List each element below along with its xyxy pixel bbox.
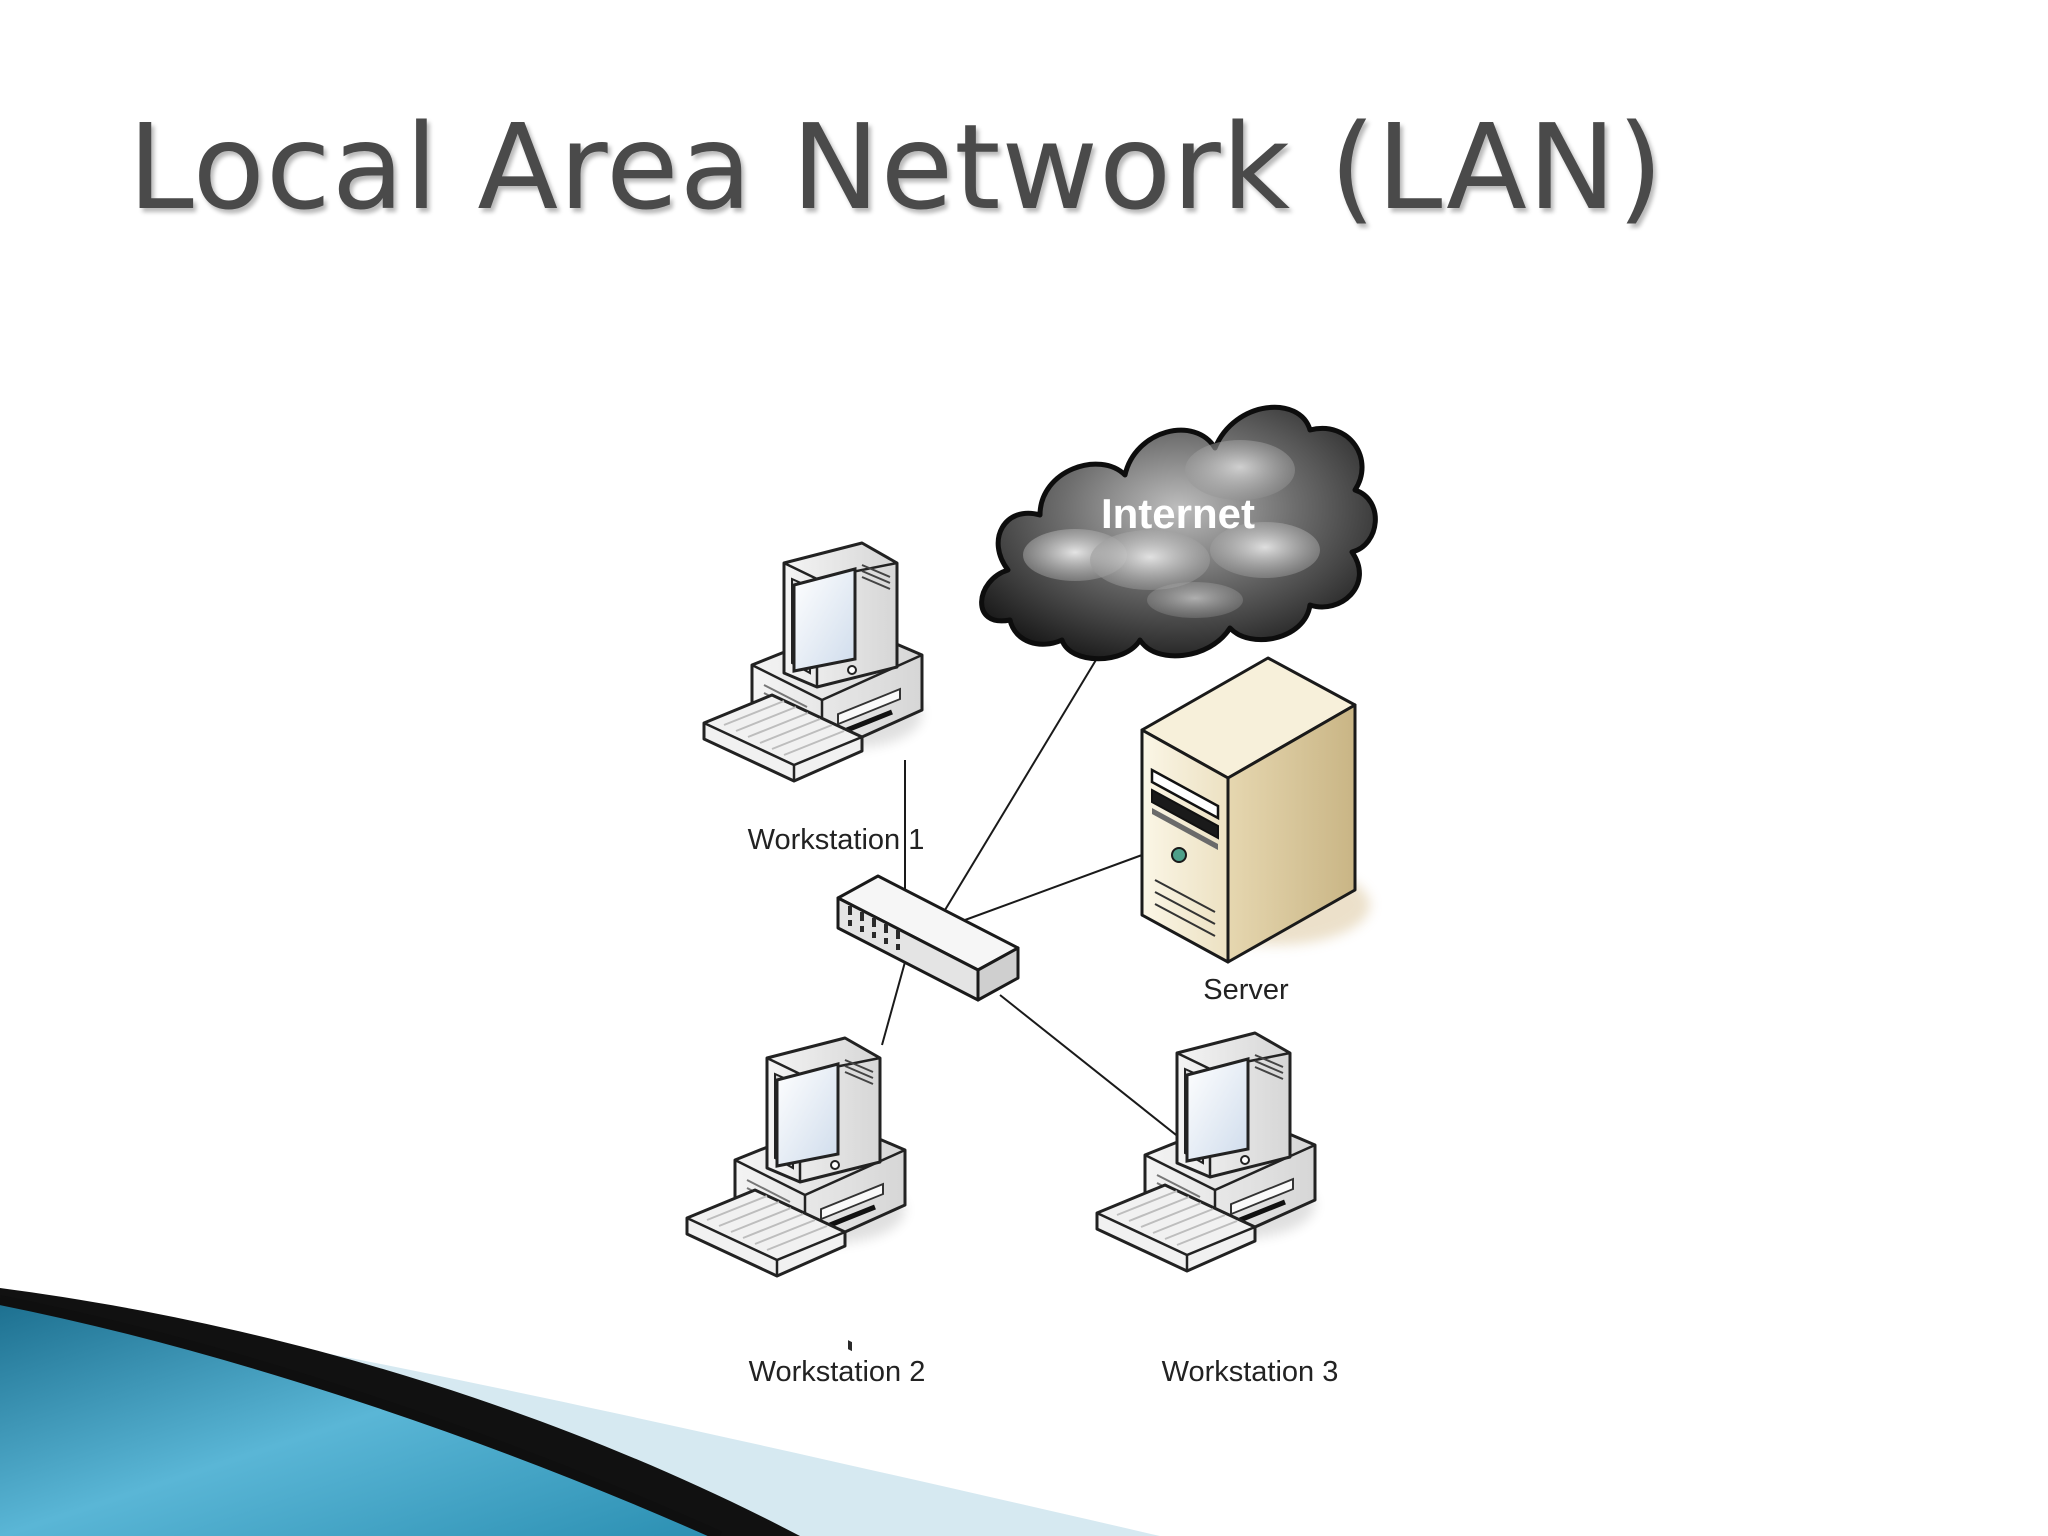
workstation-2-label: Workstation 2 (749, 1356, 926, 1388)
server-label: Server (1203, 974, 1289, 1006)
slide-title: Local Area Network (LAN) (128, 98, 1665, 236)
server-icon: Server (1140, 656, 1370, 1006)
link-switch-internet (944, 649, 1103, 911)
link-switch-server (964, 854, 1143, 921)
workstation-1-icon: Workstation 1 (704, 543, 924, 856)
link-switch-workstation-2 (881, 961, 906, 1046)
workstation-1-label: Workstation 1 (748, 824, 925, 856)
slide-corner-decoration (0, 1288, 1160, 1536)
network-links (881, 649, 1196, 1151)
link-switch-workstation-3 (999, 994, 1196, 1151)
internet-cloud-icon: Internet (979, 404, 1378, 662)
workstation-3-label: Workstation 3 (1162, 1356, 1339, 1388)
workstation-2-icon: Workstation 2 (687, 1038, 925, 1388)
network-switch-icon (836, 874, 1020, 1352)
workstation-3-icon: Workstation 3 (1097, 1033, 1338, 1388)
internet-label: Internet (1101, 490, 1255, 537)
